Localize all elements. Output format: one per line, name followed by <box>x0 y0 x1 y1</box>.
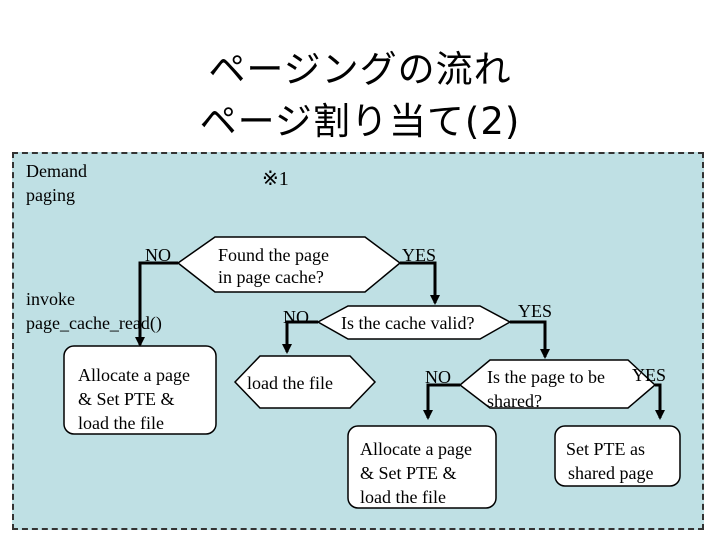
found-question-line-2: in page cache? <box>218 267 324 287</box>
box-set-pte-shared <box>554 425 681 487</box>
load-file-label: load the file <box>247 373 333 393</box>
title-line-2: ページ割り当て(2) <box>199 100 521 143</box>
found-yes-label: YES <box>402 245 437 265</box>
left-box-line-3: load the file <box>78 413 164 433</box>
shared-yes-label: YES <box>632 365 667 385</box>
bottom-box-line-1: Allocate a page <box>360 439 472 459</box>
right-box-line-2: shared page <box>568 463 654 483</box>
shared-question-line-1: Is the page to be <box>487 367 605 387</box>
box-allocate-left <box>63 345 217 435</box>
valid-yes-label: YES <box>518 301 553 321</box>
bottom-box-line-3: load the file <box>360 487 446 507</box>
valid-no-label: NO <box>283 307 309 327</box>
shared-no-label: NO <box>425 367 451 387</box>
arrow-found-no <box>135 261 178 347</box>
valid-question: Is the cache valid? <box>341 313 475 333</box>
demand-paging-label-2: paging <box>26 185 75 205</box>
invoke-label-2: page_cache_read() <box>26 313 162 333</box>
arrow-found-yes <box>400 261 440 305</box>
left-box-line-1: Allocate a page <box>78 365 190 385</box>
box-allocate-bottom <box>347 425 497 509</box>
note-mark: ※1 <box>262 168 289 190</box>
title-line-1: ページングの流れ <box>208 48 512 91</box>
found-no-label: NO <box>145 245 171 265</box>
invoke-label-1: invoke <box>26 289 75 309</box>
demand-paging-label-1: Demand <box>26 161 87 181</box>
found-question-line-1: Found the page <box>218 245 329 265</box>
box-load-file <box>233 355 377 409</box>
shared-question-line-2: shared? <box>487 391 542 411</box>
arrow-shared-yes <box>655 383 665 420</box>
arrow-valid-no <box>282 320 318 354</box>
left-box-line-2: & Set PTE & <box>78 389 175 409</box>
arrow-valid-yes <box>510 320 550 359</box>
bottom-box-line-2: & Set PTE & <box>360 463 457 483</box>
arrow-shared-no <box>423 383 460 420</box>
right-box-line-1: Set PTE as <box>566 439 645 459</box>
